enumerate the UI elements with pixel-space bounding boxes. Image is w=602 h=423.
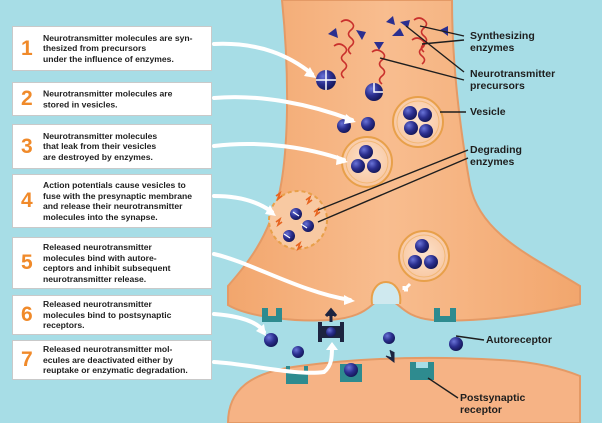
postsynaptic-receptors: [286, 346, 434, 384]
step-text: Released neurotransmitter molecules bind…: [43, 299, 172, 331]
step-text: Action potentials cause vesicles to fuse…: [43, 179, 192, 222]
step-box-5: 5 Released neurotransmitter molecules bi…: [12, 237, 212, 289]
step-text: Neurotransmitter molecules that leak fro…: [43, 130, 158, 162]
reuptake-transporter: [318, 307, 344, 342]
step-number: 3: [21, 134, 33, 158]
step-box-3: 3 Neurotransmitter molecules that leak f…: [12, 124, 212, 169]
pointer-arrow-2: [212, 95, 354, 122]
synthesizing-enzymes: [333, 17, 428, 85]
step-box-4: 4 Action potentials cause vesicles to fu…: [12, 174, 212, 228]
vesicle-leaking: [341, 136, 393, 188]
degrading-enzymes: [275, 190, 321, 252]
step-box-2: 2 Neurotransmitter molecules are stored …: [12, 82, 212, 116]
enzyme-spiral: [340, 19, 355, 55]
fusion-arrow: [402, 282, 412, 292]
step-text: Neurotransmitter molecules are stored in…: [43, 88, 173, 109]
label-degrading-enzymes: Degrading enzymes: [470, 144, 522, 168]
step-box-1: 1 Neurotransmitter molecules are syn- th…: [12, 26, 212, 71]
step-number: 4: [21, 189, 33, 212]
degrading-enzyme-zigzag: [305, 194, 313, 206]
precursor-wedge: [386, 16, 395, 25]
degrading-enzyme-zigzag: [295, 240, 303, 252]
degradation-arrow: [385, 349, 395, 363]
precursor-wedge: [392, 28, 404, 36]
step-pointer-heads: [256, 67, 356, 350]
degrading-enzyme-zigzag: [313, 206, 321, 218]
fusing-vesicle: [370, 280, 402, 305]
pointer-arrow-5: [212, 252, 352, 302]
pointer-arrow-3: [212, 141, 346, 162]
step-box-6: 6 Released neurotransmitter molecules bi…: [12, 295, 212, 335]
step-box-7: 7 Released neurotransmitter mol- ecules …: [12, 340, 212, 380]
pointer-arrow-1: [212, 41, 314, 76]
vesicle-lower: [398, 230, 450, 282]
degrading-enzyme-zigzag: [275, 190, 283, 202]
vesicle-storage: [392, 96, 444, 148]
precursor-wedge: [356, 30, 366, 40]
step-number: 6: [21, 303, 33, 326]
step-number: 2: [21, 87, 33, 110]
degrading-enzyme-zigzag: [275, 216, 283, 228]
degrading-vesicle: [268, 190, 328, 250]
precursor-wedge: [374, 42, 384, 50]
enzyme-spiral: [371, 49, 386, 85]
label-autoreceptor: Autoreceptor: [486, 334, 552, 346]
synthesized-molecules: [316, 70, 383, 101]
enzyme-spiral: [411, 37, 426, 65]
precursor-wedge: [328, 28, 338, 38]
label-synthesizing-enzymes: Synthesizing enzymes: [470, 30, 535, 54]
label-neurotransmitter-precursors: Neurotransmitter precursors: [470, 68, 556, 92]
step-number: 1: [21, 36, 33, 60]
step-text: Released neurotransmitter mol- ecules ar…: [43, 344, 188, 376]
label-leaders: [317, 25, 485, 399]
step-number: 7: [21, 348, 33, 371]
label-postsynaptic-receptor: Postsynaptic receptor: [460, 392, 526, 416]
enzyme-spiral: [413, 17, 428, 53]
step-text: Released neurotransmitter molecules bind…: [43, 241, 171, 284]
pointer-arrow-7: [212, 344, 334, 375]
step-number: 5: [21, 251, 33, 274]
precursor-wedge: [400, 20, 410, 28]
enzyme-spiral: [333, 43, 348, 79]
step-text: Neurotransmitter molecules are syn- thes…: [43, 32, 193, 64]
label-vesicle: Vesicle: [470, 106, 506, 118]
autoreceptor-presynaptic: [262, 308, 463, 351]
